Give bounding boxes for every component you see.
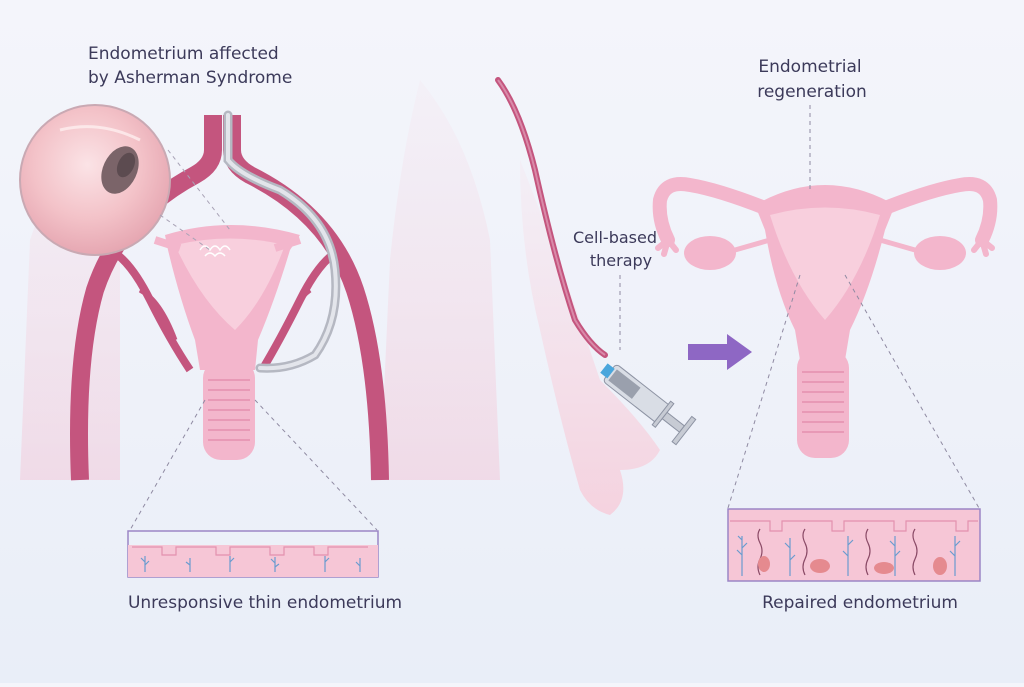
thin-endometrium-caption: Unresponsive thin endometrium: [127, 593, 403, 613]
repaired-endometrium-caption: Repaired endometrium: [762, 593, 958, 613]
progression-arrow: [688, 334, 752, 370]
zoom-line: [254, 399, 378, 531]
hysteroscopy-view: [19, 104, 231, 256]
zoom-line: [844, 274, 980, 509]
affected-label-line1: Endometrium affected: [88, 44, 279, 64]
affected-label-line2: by Asherman Syndrome: [88, 68, 293, 88]
repaired-endometrium-box: [727, 508, 981, 582]
zoom-line: [727, 274, 801, 509]
zoom-line: [129, 399, 206, 531]
therapy-label-line1: Cell-based: [573, 228, 657, 247]
therapy-label-line2: therapy: [589, 251, 653, 270]
thin-endometrium-box: [127, 530, 379, 578]
syringe: [495, 77, 697, 446]
regenerated-uterus-illustration: [652, 177, 998, 458]
regeneration-label-line2: regeneration: [757, 82, 867, 102]
regeneration-label-line1: Endometrial: [758, 57, 862, 77]
arm-silhouette: [520, 160, 660, 515]
